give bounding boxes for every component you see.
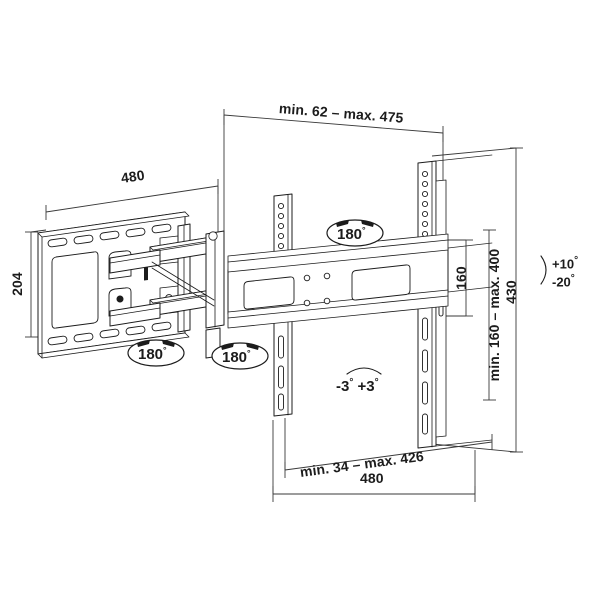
dim-vesa-vertical-range: min. 160 – max. 400 xyxy=(486,248,502,382)
dim-vesa-vertical: 160 xyxy=(453,266,469,290)
swivel-badge-left xyxy=(127,339,185,367)
dim-panel-height: 430 xyxy=(503,280,519,304)
tilt-down-value: -20 xyxy=(552,273,571,289)
swivel-badge-top xyxy=(326,219,384,247)
tilt-down-row: -20° xyxy=(552,273,578,291)
wall-mounting-plate xyxy=(37,211,191,359)
swivel-badge-middle xyxy=(211,342,269,370)
wall-plate-bottom-slots xyxy=(47,321,172,346)
tilt-down-degree: ° xyxy=(570,272,575,284)
swivel-badge-top-degree: ° xyxy=(362,225,366,235)
swivel-badge-middle-degree: ° xyxy=(247,348,251,358)
roll-negative-value: -3 xyxy=(336,378,350,395)
tv-mounting-bracket xyxy=(227,154,493,449)
vesa-slider-strip xyxy=(435,179,447,438)
swivel-badge-middle-value: 180 xyxy=(222,349,248,366)
roll-positive-degree: ° xyxy=(374,377,379,388)
swivel-badge-top-value: 180 xyxy=(337,226,363,243)
tilt-up-value: +10 xyxy=(552,256,575,272)
dim-bottom-width: 480 xyxy=(360,470,384,486)
roll-adjust-arc-icon xyxy=(346,367,382,375)
dim-wall-plate-height: 204 xyxy=(9,272,25,296)
swivel-badge-left-value: 180 xyxy=(138,346,164,363)
tilt-adjust-label: +10° -20° xyxy=(552,255,578,290)
tilt-adjust-arc-icon xyxy=(540,255,547,285)
horizontal-cross-bar xyxy=(227,233,449,329)
roll-positive-value: +3 xyxy=(357,378,375,395)
roll-adjust-label: -3° +3° xyxy=(336,377,379,395)
swivel-badge-top-label: 180° xyxy=(337,225,366,243)
dim-wall-plate-width: 480 xyxy=(119,166,146,186)
swivel-badge-left-degree: ° xyxy=(163,345,167,355)
dimension-lines xyxy=(25,109,523,502)
swivel-badge-left-label: 180° xyxy=(138,345,167,363)
tilt-up-row: +10° xyxy=(552,255,578,273)
wall-plate-top-slots xyxy=(47,223,172,248)
articulating-arm xyxy=(109,230,225,359)
roll-negative-degree: ° xyxy=(349,377,354,388)
tilt-up-degree: ° xyxy=(574,255,579,266)
swivel-badge-middle-label: 180° xyxy=(222,348,251,366)
